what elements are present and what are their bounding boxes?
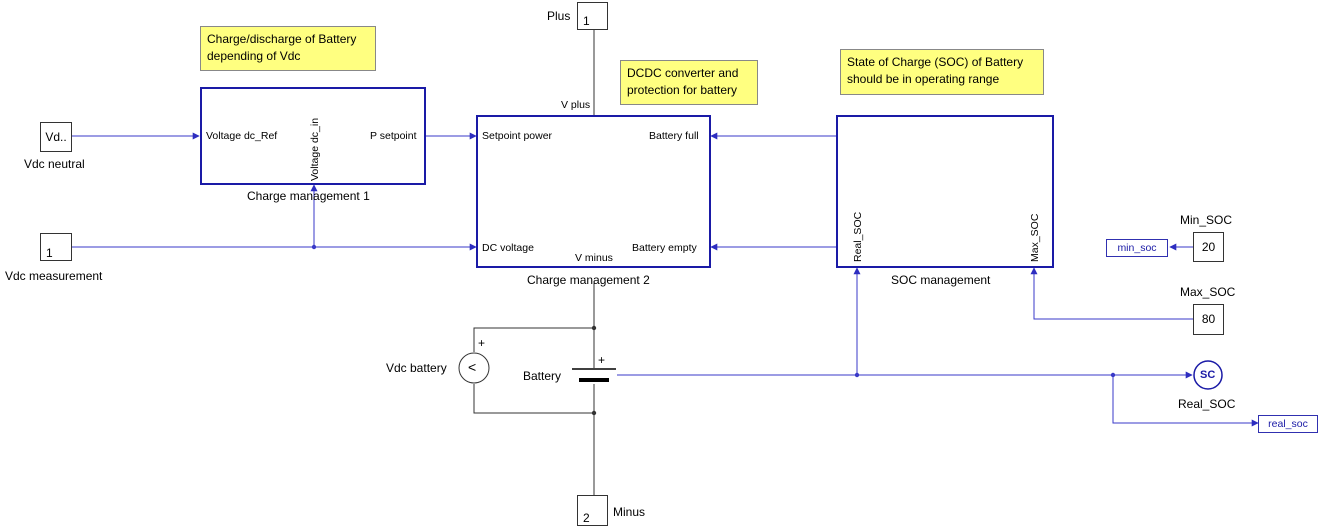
note-soc: State of Charge (SOC) of Battery should … [840,49,1044,95]
signal-wires [72,132,1259,427]
minus-terminal-number: 2 [583,511,590,525]
vdc-measurement-number: 1 [46,246,53,260]
soc-management-block[interactable] [836,115,1054,268]
vdc-measurement-label: Vdc measurement [5,269,103,283]
minus-terminal[interactable] [577,495,608,526]
max-soc-label: Max_SOC [1180,285,1236,299]
port-voltage-dc-ref: Voltage dc_Ref [206,130,278,142]
port-v-minus: V minus [575,252,613,264]
vdc-measurement-inport[interactable] [40,233,72,261]
battery-plus: + [598,353,606,367]
charge-management-1-block[interactable] [200,87,426,185]
charge-management-2-block[interactable] [476,115,711,268]
wire-max-soc [1030,267,1193,320]
vdc-neutral-label: Vdc neutral [24,157,85,171]
note-dcdc: DCDC converter and protection for batter… [620,60,758,105]
port-dc-voltage: DC voltage [482,242,534,254]
power-junctions [591,325,597,416]
port-battery-empty: Battery empty [632,242,697,254]
battery-symbol [572,368,616,382]
minus-terminal-label: Minus [613,505,646,519]
soc-management-caption: SOC management [891,273,991,287]
charge-management-2-caption: Charge management 2 [527,273,650,287]
port-real-soc: Real_SOC [852,211,864,262]
plus-terminal[interactable] [577,2,608,30]
real-soc-tag[interactable]: real_soc [1258,415,1318,433]
voltmeter-plus: + [478,336,486,350]
voltmeter-symbol: < [468,359,477,375]
port-battery-full: Battery full [649,130,699,142]
charge-management-1-caption: Charge management 1 [247,189,370,203]
wire-real-soc-tag [1112,375,1259,427]
min-soc-constant[interactable]: 20 [1193,232,1224,262]
sc-meter-circle [1193,360,1223,390]
battery-label: Battery [523,369,562,383]
port-v-plus: V plus [561,99,591,111]
voltmeter-circle [458,352,490,384]
vdc-neutral-block[interactable]: Vd.. [40,122,72,152]
port-setpoint-power: Setpoint power [482,130,553,142]
sc-meter-symbol: SC [1200,369,1216,381]
power-wires [473,30,595,496]
plus-terminal-number: 1 [583,14,590,28]
min-soc-label: Min_SOC [1180,213,1233,227]
note-charge-discharge: Charge/discharge of Battery depending of… [200,26,376,71]
port-p-setpoint: P setpoint [370,130,417,142]
port-voltage-dc-in: Voltage dc_in [309,117,321,181]
sc-meter-label: Real_SOC [1178,397,1236,411]
max-soc-constant[interactable]: 80 [1193,304,1224,335]
plus-terminal-label: Plus [547,9,571,23]
port-max-soc: Max_SOC [1029,213,1041,262]
signal-junctions [311,244,1116,378]
vdc-battery-label: Vdc battery [386,361,447,375]
min-soc-tag[interactable]: min_soc [1106,239,1168,257]
